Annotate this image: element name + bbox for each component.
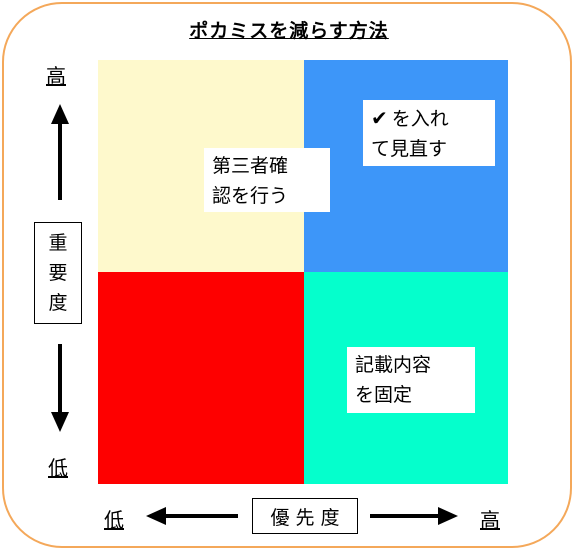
y-axis-label-char-1: 重 [48,232,68,254]
note-bottom-right-line1: 記載内容 [355,354,432,376]
y-axis-low-label: 低 [48,456,68,480]
note-top-left-line2: 認を行う [212,185,289,207]
x-axis-high-label: 高 [480,508,500,532]
x-axis-label: 優先度 [270,506,346,529]
arrow-left-icon [146,507,238,525]
note-bottom-right-line2: を固定 [355,384,413,406]
checkmark-icon: ✔ [371,106,388,130]
note-top-left: 第三者確 認を行う [204,148,330,212]
rounded-frame [2,2,572,548]
note-top-right-line1: を入れ [391,108,449,130]
diagram-title: ポカミスを減らす方法 [189,20,389,42]
note-bottom-right: 記載内容 を固定 [347,347,475,413]
y-axis-label-char-3: 度 [48,292,68,314]
quadrant-bottom-left [98,272,304,484]
y-axis-label-box: 重 要 度 [34,222,82,324]
note-top-right-line2: て見直す [371,138,448,160]
quadrant-top-right [304,60,508,272]
x-axis-label-box: 優先度 [252,498,358,534]
arrow-down-icon [51,344,69,432]
y-axis-label-char-2: 要 [48,262,68,284]
arrow-right-icon [370,507,458,525]
y-axis-high-label: 高 [46,64,66,88]
arrow-up-icon [51,104,69,200]
note-top-right: ✔を入れ て見直す [363,100,495,166]
x-axis-low-label: 低 [104,508,124,532]
note-top-left-line1: 第三者確 [212,155,289,177]
